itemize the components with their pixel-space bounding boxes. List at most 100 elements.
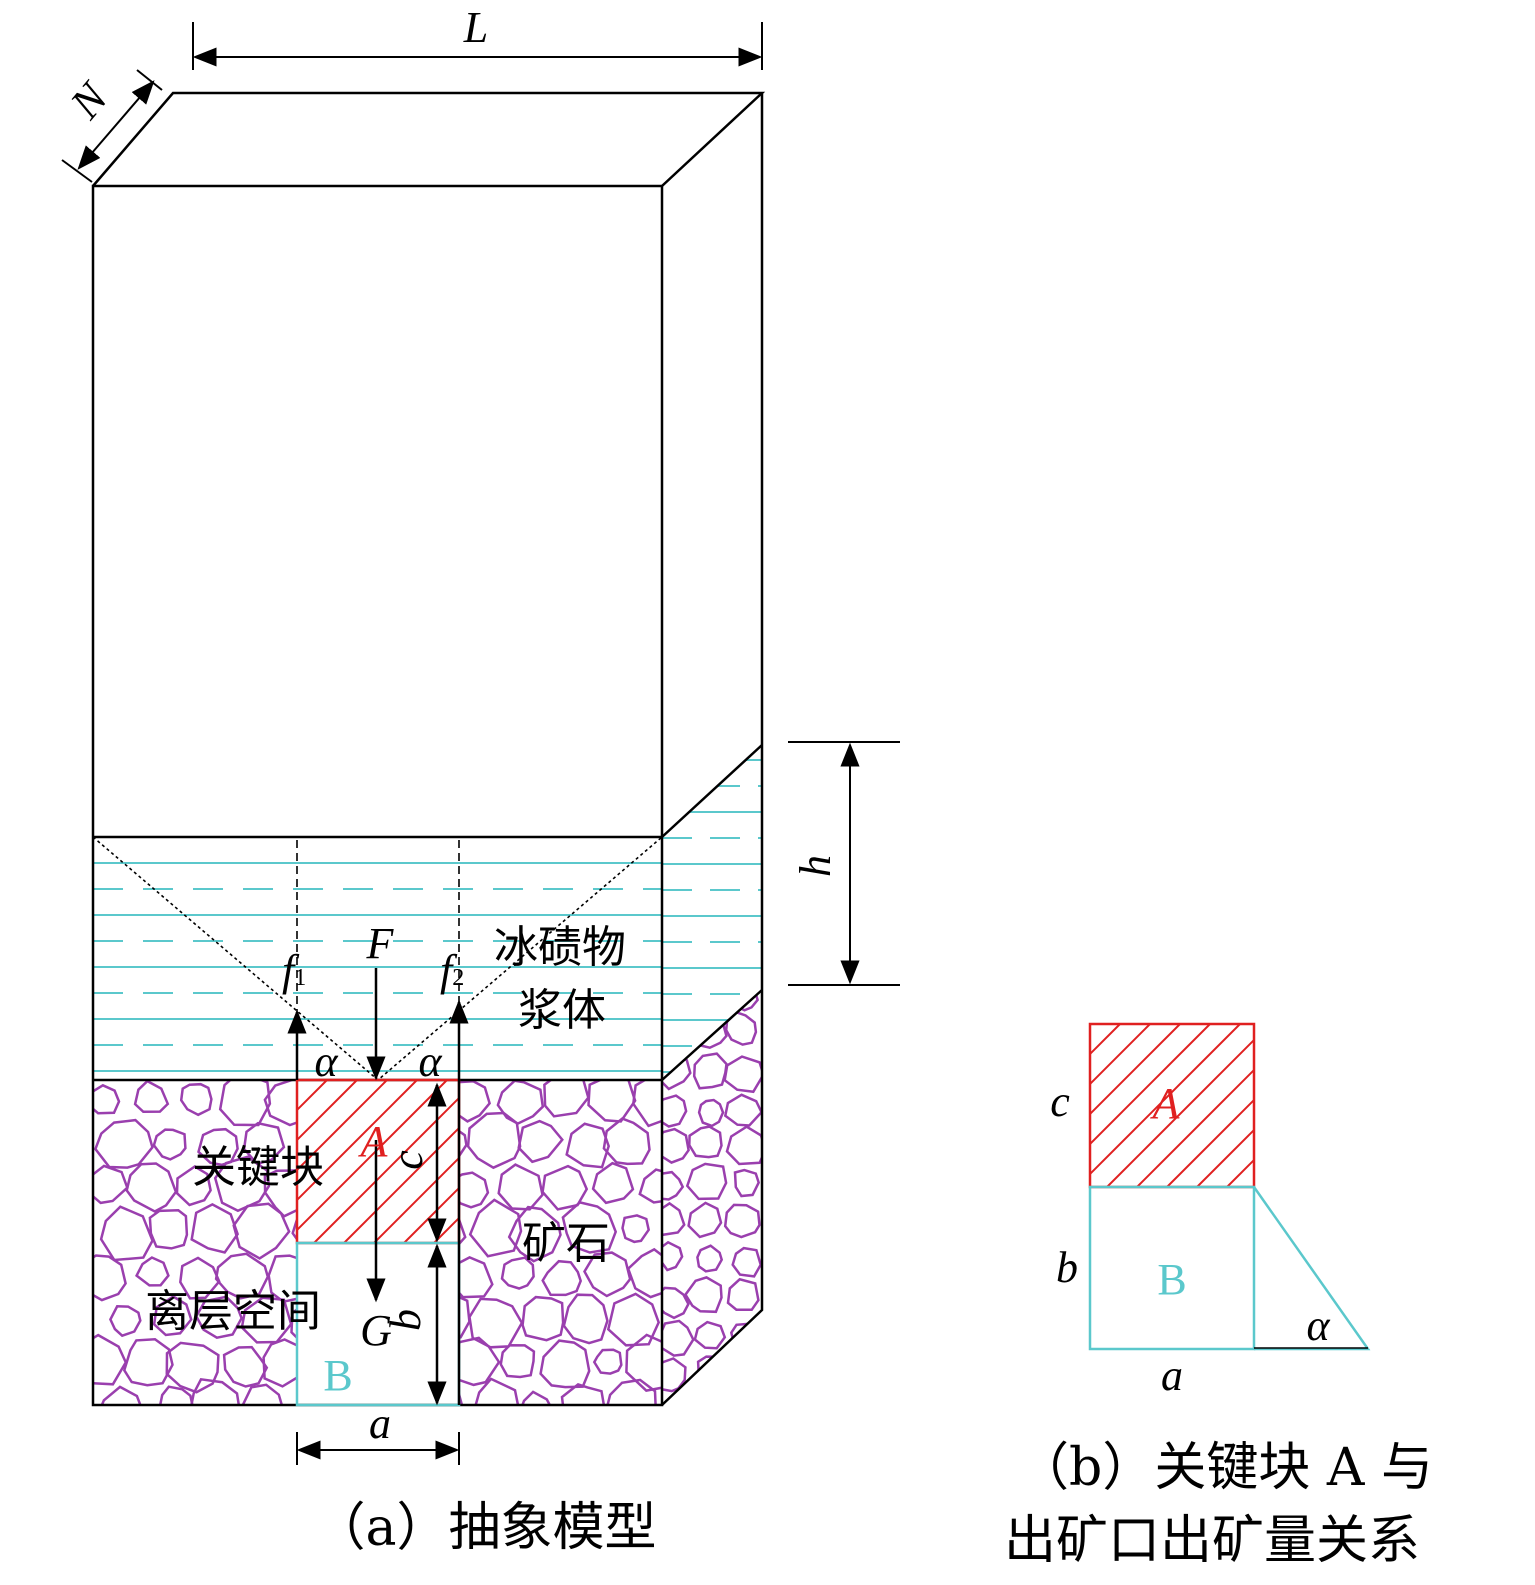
ore-particle [381,1214,415,1254]
ore-particle [135,1256,170,1287]
dimension-N [61,69,163,183]
ore-particle [473,1377,521,1405]
ore-particle [109,1305,142,1338]
label-a: a [369,1399,391,1448]
ore-particle [696,1244,724,1273]
ore-particle [720,1351,762,1395]
ore-particle [188,1377,242,1405]
ore-particle [689,1395,727,1405]
ore-particle [729,1322,762,1353]
hatch-line [1196,1128,1254,1187]
ore-particle [125,1162,178,1213]
ore-particle [93,1118,154,1169]
ore-particle [692,1052,728,1090]
ore-particle [175,1165,212,1207]
label-f1: f1 [282,946,306,995]
ore-particle [687,1201,723,1239]
dimension-a [296,1432,460,1465]
ore-particle [165,1341,220,1394]
ore-particle [662,1170,685,1201]
ore-particle [240,1383,286,1405]
label-gap: 离层空间 [145,1286,321,1337]
ore-particle [662,990,690,1006]
panel-b: A B c b a α （b）关键块 A 与 出矿口出矿量关系 [1004,1022,1535,1571]
ore-particle [683,1276,723,1314]
ore-particle [262,1338,312,1388]
ore-particle [592,1348,623,1375]
hatch-line [1347,1024,1510,1187]
label-slurry-2: 浆体 [518,985,606,1036]
ore-particle [500,1256,535,1290]
ore-particle [725,1125,762,1166]
ore-particle [539,1339,591,1389]
label-f2-sub: 2 [452,965,464,991]
hatch-line [1090,1024,1121,1056]
ore-particle [190,1202,239,1254]
ore-particle [152,1295,193,1337]
ore-particle [222,1345,269,1388]
ore-particle [602,1117,651,1166]
ore-particle [625,1333,662,1392]
ore-particle [685,1162,728,1201]
label-b: b [381,1309,430,1331]
ore-particle [468,1198,523,1258]
label-G: G [360,1306,392,1355]
label-alpha-left: α [314,1037,338,1086]
label-F: F [366,919,395,968]
ore-particle [684,990,726,1013]
ore-particle [496,1080,545,1126]
ore-particle [662,1357,687,1393]
hatch-line [343,1126,459,1243]
ore-particle [543,1080,590,1118]
panel-b-label-B: B [1157,1255,1186,1304]
ore-particle [179,1082,213,1117]
ore-particle [93,1254,127,1302]
hatch-line [297,1080,358,1142]
dimension-h [788,741,900,986]
hatch-line [313,1096,459,1243]
ore-particle [194,1295,243,1340]
hatch-line [1090,1024,1151,1086]
ore-particle [158,1385,194,1405]
ore-particle [632,1080,662,1128]
hatch-line [297,1080,418,1202]
ore-particle [626,1247,662,1299]
ore-particle [521,1295,565,1342]
panel-b-label-alpha: α [1306,1301,1330,1350]
ore-particle [497,1163,544,1211]
ore-particle [433,1125,468,1162]
label-f2: f2 [440,946,464,995]
label-block-A: A [358,1117,389,1166]
ore-particle [662,1018,684,1048]
ore-particle [152,1128,187,1161]
ore-particle [214,1252,270,1300]
ore-particle [93,1083,121,1115]
caption-b-line2: 出矿口出矿量关系 [1004,1511,1420,1571]
panel-b-label-c: c [1050,1077,1070,1126]
label-h: h [791,855,840,877]
ore-particle [723,1093,762,1127]
hatch-line [1106,1038,1254,1187]
slurry-fill [93,759,762,1073]
ore-particle [662,1240,684,1272]
ore-particle [662,1286,690,1320]
ore-particle [723,1055,762,1094]
ore-particle [122,1338,174,1387]
ore-particle [724,1010,758,1046]
hatch-line [1257,1024,1420,1187]
label-block-B: B [323,1351,352,1400]
ore-particle [466,1111,522,1170]
ore-particle [561,1201,618,1254]
hatch-line [1090,1024,1181,1116]
hatch-line [297,1080,448,1232]
ore-particle [726,1277,760,1312]
box-outline [91,91,766,1407]
ore-particle [148,1209,189,1250]
ore-particle [321,1260,354,1290]
hatch-line [1090,1024,1241,1176]
hatch-line [1407,1024,1535,1187]
ore-particle [179,1256,221,1300]
ore-particle [725,1389,762,1405]
ore-particle [621,1214,651,1244]
